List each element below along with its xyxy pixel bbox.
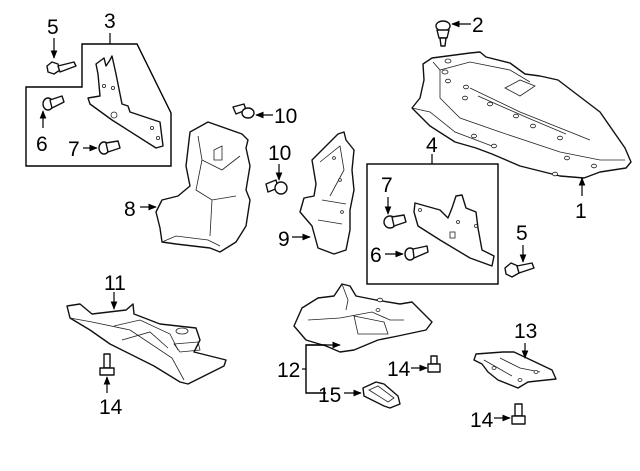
callout-6b: 6 <box>370 244 382 267</box>
callout-6a: 6 <box>36 133 48 156</box>
part-bolt-5a[interactable] <box>46 61 77 75</box>
part-left-deflector[interactable] <box>87 55 164 149</box>
part-bolt-14a[interactable] <box>99 353 115 376</box>
callout-1: 1 <box>575 200 587 223</box>
callout-9: 9 <box>278 228 290 251</box>
part-clip-6b[interactable] <box>404 245 429 261</box>
part-bolt-5b[interactable] <box>504 262 535 278</box>
part-push-clip[interactable] <box>435 20 451 47</box>
part-clip-6a[interactable] <box>42 95 65 111</box>
callout-14b: 14 <box>387 358 411 381</box>
callout-5b: 5 <box>516 222 528 245</box>
callout-7a: 7 <box>68 138 80 161</box>
part-clip-10a[interactable] <box>232 103 255 119</box>
callout-13: 13 <box>514 320 537 343</box>
part-front-undercover[interactable] <box>411 51 632 179</box>
part-right-splash-shield[interactable] <box>299 131 355 255</box>
callout-4: 4 <box>426 134 438 157</box>
callout-15: 15 <box>318 384 341 407</box>
callout-8: 8 <box>124 198 136 221</box>
part-screw-7a[interactable] <box>98 140 121 155</box>
part-center-undercover[interactable] <box>66 303 227 385</box>
part-bolt-14b[interactable] <box>427 355 441 373</box>
part-bolt-14c[interactable] <box>511 403 526 425</box>
callout-14a: 14 <box>99 396 123 419</box>
callout-5a: 5 <box>47 16 59 39</box>
callout-11: 11 <box>104 272 126 295</box>
part-screw-7b[interactable] <box>383 214 407 229</box>
part-clip-10b[interactable] <box>265 179 288 195</box>
part-service-cover[interactable] <box>362 381 401 409</box>
callout-10a: 10 <box>274 105 297 128</box>
callout-10b: 10 <box>268 142 291 165</box>
callout-3: 3 <box>104 10 116 33</box>
kit-box-3 <box>25 43 172 167</box>
callout-12: 12 <box>277 359 300 382</box>
callout-14c: 14 <box>470 409 494 432</box>
part-right-deflector[interactable] <box>413 194 495 267</box>
part-rear-undercover[interactable] <box>473 351 557 389</box>
part-left-splash-shield[interactable] <box>155 121 251 253</box>
callout-7b: 7 <box>381 174 393 197</box>
callout-2: 2 <box>472 14 484 37</box>
part-engine-undercover[interactable] <box>293 283 433 353</box>
